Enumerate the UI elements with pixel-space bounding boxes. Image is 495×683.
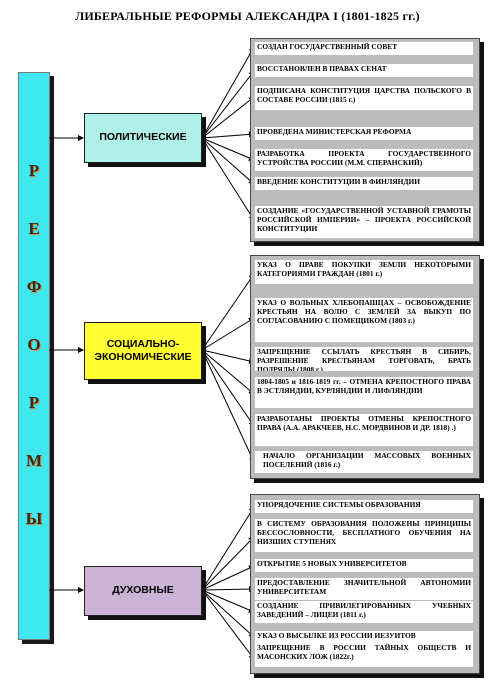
- vertical-letter: Р: [28, 161, 40, 180]
- political-item: ВОССТАНОВЛЕН В ПРАВАХ СЕНАТ: [255, 64, 473, 77]
- socioeconomic-item: УКАЗ О ПРАВЕ ПОКУПКИ ЗЕМЛИ НЕКОТОРЫМИ КА…: [255, 260, 473, 284]
- vertical-letter: М: [25, 451, 43, 470]
- socioeconomic-item: НАЧАЛО ОРГАНИЗАЦИИ МАССОВЫХ ВОЕННЫХ ПОСЕ…: [255, 451, 473, 473]
- spiritual-item: УПОРЯДОЧЕНИЕ СИСТЕМЫ ОБРАЗОВАНИЯ: [255, 500, 473, 513]
- political-item: ВВЕДЕНИЕ КОНСТИТУЦИИ В ФИНЛЯНДИИ: [255, 177, 473, 190]
- socioeconomic-item: ЗАПРЕЩЕНИЕ ССЫЛАТЬ КРЕСТЬЯН В СИБИРЬ, РА…: [255, 347, 473, 371]
- political-item: СОЗДАН ГОСУДАРСТВЕННЫЙ СОВЕТ: [255, 42, 473, 55]
- political-item: РАЗРАБОТКА ПРОЕКТА ГОСУДАРСТВЕННОГО УСТР…: [255, 149, 473, 171]
- spiritual-item: ПРЕДОСТАВЛЕНИЕ ЗНАЧИТЕЛЬНОЙ АВТОНОМИИ УН…: [255, 578, 473, 600]
- category-spiritual: ДУХОВНЫЕ: [84, 566, 202, 616]
- vertical-letter: Ы: [25, 509, 43, 528]
- vertical-letter: Р: [28, 393, 40, 412]
- diagram-title: ЛИБЕРАЛЬНЫЕ РЕФОРМЫ АЛЕКСАНДРА I (1801-1…: [75, 9, 420, 23]
- spiritual-item: УКАЗ О ВЫСЫЛКЕ ИЗ РОССИИ ИЕЗУИТОВ: [255, 631, 473, 643]
- vertical-letter: Е: [28, 219, 40, 238]
- reforms-vertical-bar: Р Е Ф О Р М Ы: [18, 72, 50, 640]
- political-item: ПОДПИСАНА КОНСТИТУЦИЯ ЦАРСТВА ПОЛЬСКОГО …: [255, 86, 473, 110]
- socioeconomic-item: 1804-1805 и 1816-1819 гг. – ОТМЕНА КРЕПО…: [255, 377, 473, 408]
- category-socioeconomic: СОЦИАЛЬНО-ЭКОНОМИЧЕСКИЕ: [84, 322, 202, 380]
- socioeconomic-arrows: [201, 273, 255, 463]
- socioeconomic-item: РАЗРАБОТАНЫ ПРОЕКТЫ ОТМЕНЫ КРЕПОСТНОГО П…: [255, 414, 473, 446]
- political-item: ПРОВЕДЕНА МИНИСТЕРСКАЯ РЕФОРМА: [255, 127, 473, 140]
- spiritual-item: ОТКРЫТИЕ 5 НОВЫХ УНИВЕРСИТЕТОВ: [255, 559, 473, 572]
- category-political: ПОЛИТИЧЕСКИЕ: [84, 113, 202, 163]
- political-arrows: [201, 46, 255, 221]
- political-item: СОЗДАНИЕ «ГОСУДАРСТВЕННОЙ УСТАВНОЙ ГРАМО…: [255, 206, 473, 238]
- vertical-letter: Ф: [26, 277, 42, 296]
- spiritual-arrows: [201, 506, 255, 660]
- socioeconomic-item: УКАЗ О ВОЛЬНЫХ ХЛЕБОПАШЦАХ – ОСВОБОЖДЕНИ…: [255, 298, 473, 342]
- vertical-letter: О: [27, 335, 41, 354]
- spiritual-item: СОЗДАНИЕ ПРИВИЛЕГИРОВАННЫХ УЧЕБНЫХ ЗАВЕД…: [255, 601, 473, 623]
- spiritual-item: В СИСТЕМУ ОБРАЗОВАНИЯ ПОЛОЖЕНЫ ПРИНЦИПЫ …: [255, 519, 473, 552]
- spiritual-item: ЗАПРЕЩЕНИЕ В РОССИИ ТАЙНЫХ ОБЩЕСТВ И МАС…: [255, 643, 473, 667]
